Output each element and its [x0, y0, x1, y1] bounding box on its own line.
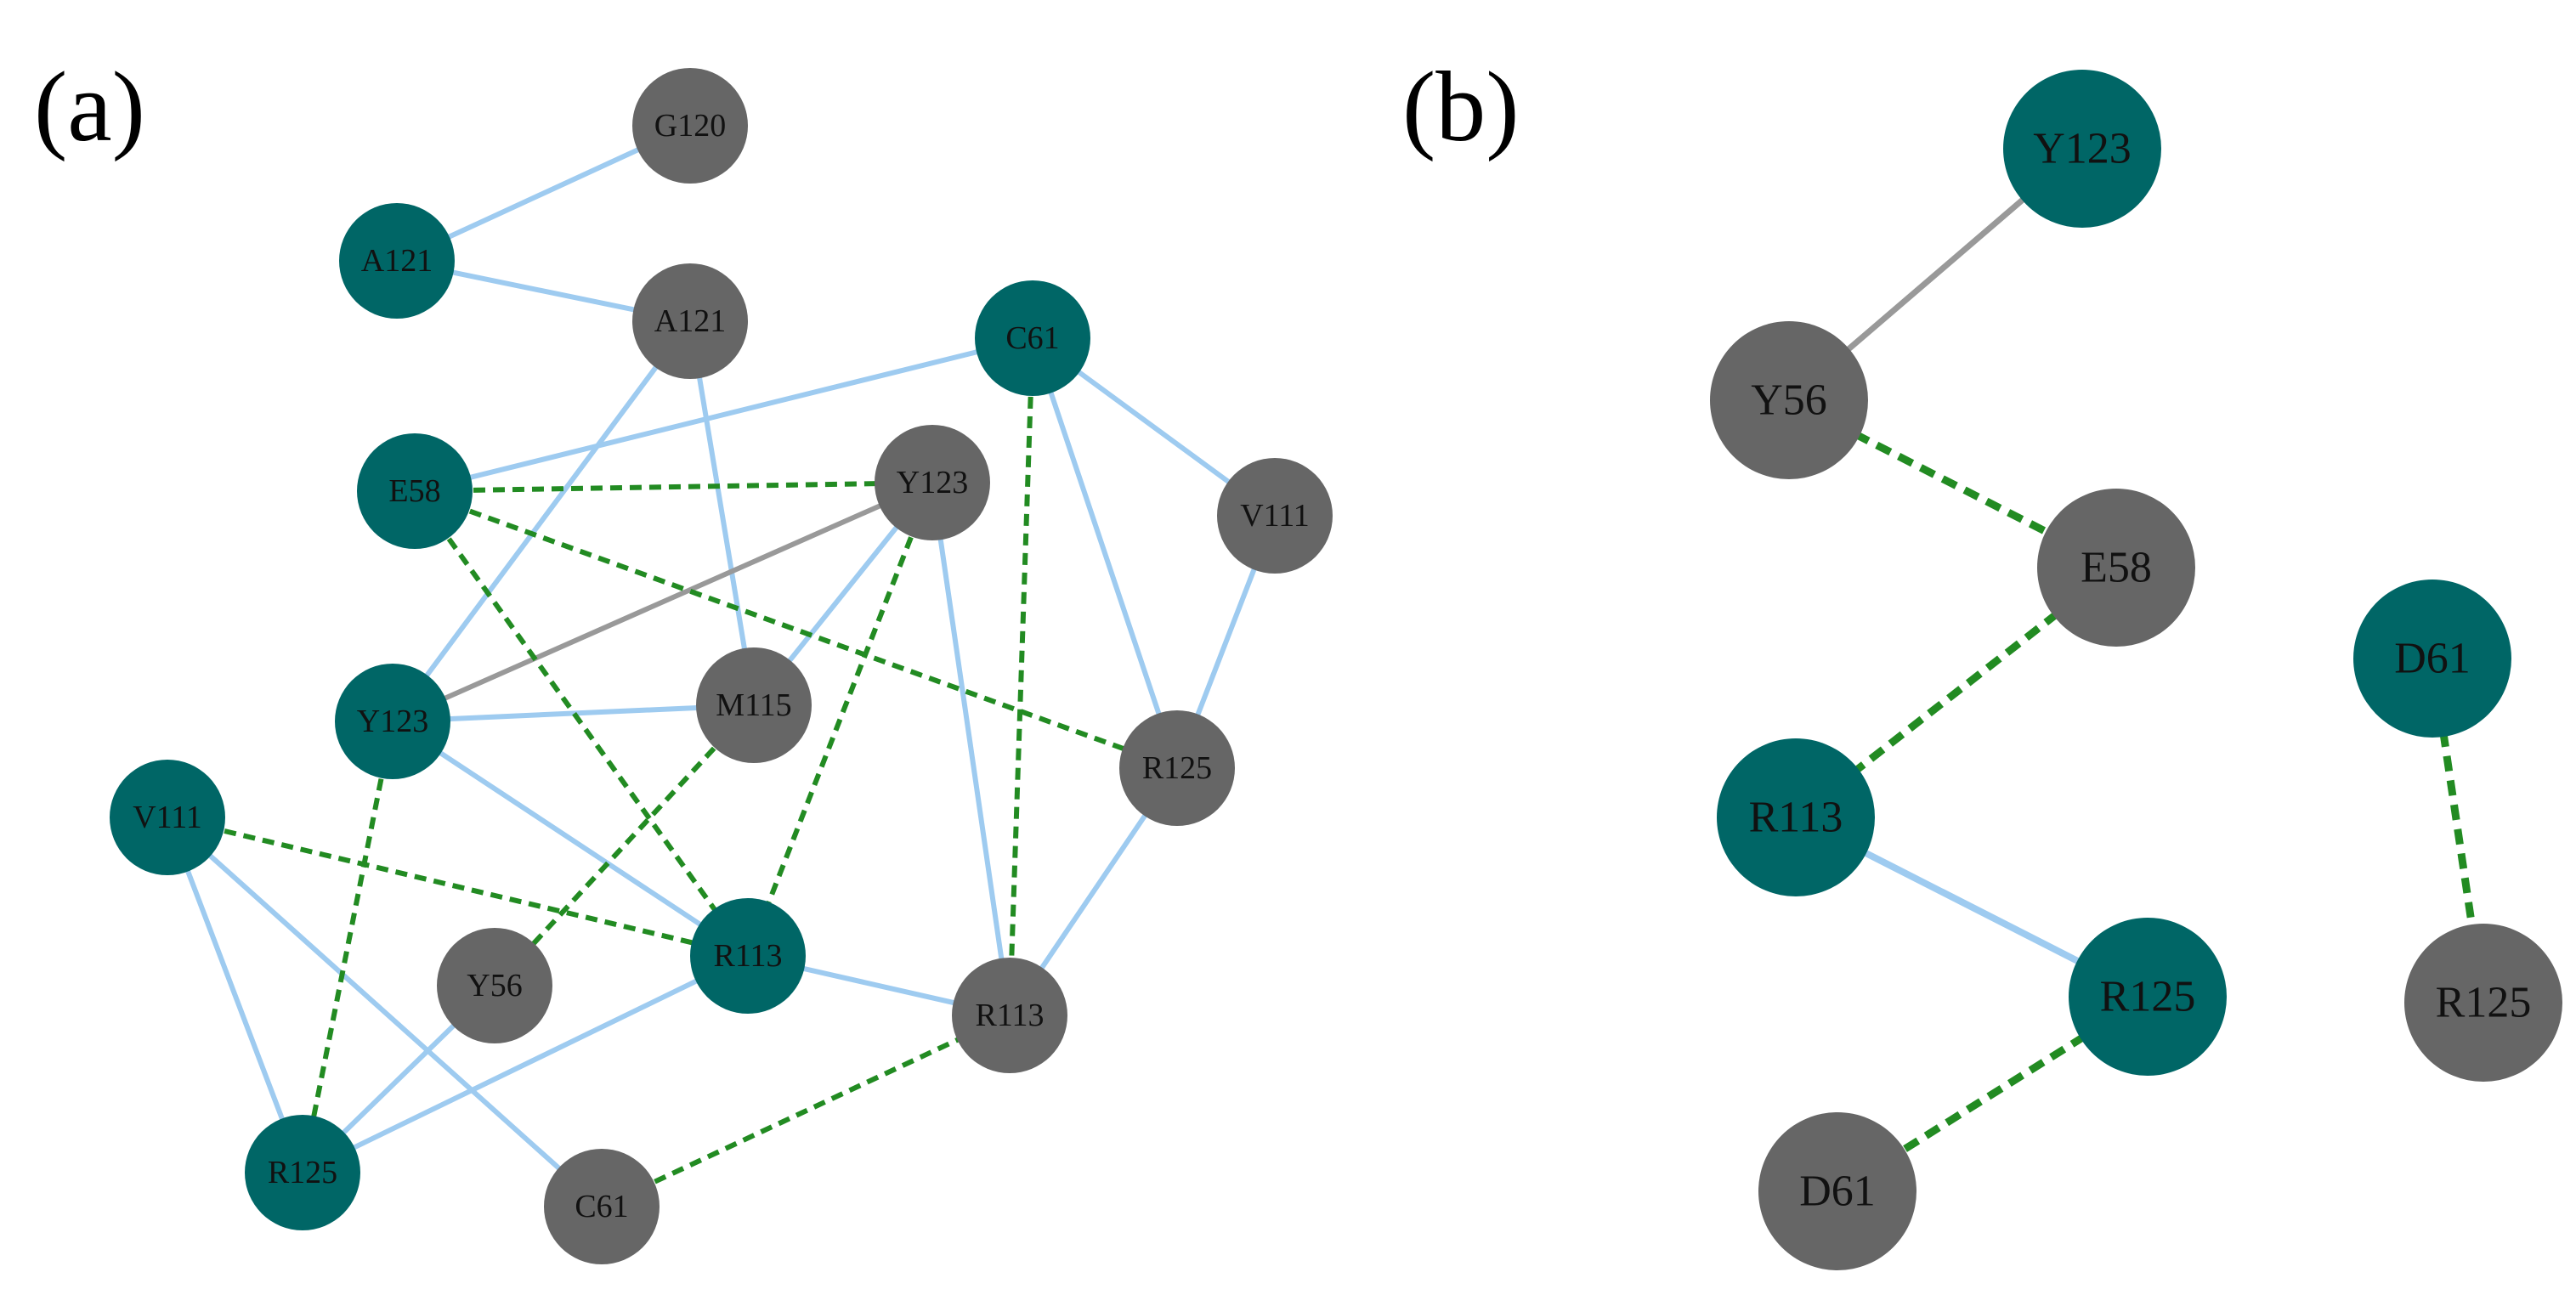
node-circle	[544, 1149, 660, 1264]
node-circle	[952, 958, 1067, 1073]
node-circle	[2404, 924, 2562, 1082]
node-label: M115	[716, 687, 791, 723]
node-label: Y56	[1751, 376, 1827, 425]
node-a_E58: E58	[357, 433, 473, 549]
node-label: V111	[133, 800, 202, 835]
node-circle	[1710, 321, 1868, 479]
node-circle	[1758, 1112, 1916, 1270]
edge-a_C61t-a_R125g	[1030, 337, 1180, 769]
node-circle	[690, 898, 806, 1014]
node-a_Y56: Y56	[437, 928, 552, 1043]
edge-a_A121g-a_M115	[688, 320, 756, 706]
node-circle	[696, 647, 812, 763]
edge-a_Y123t-a_R125t	[300, 721, 395, 1173]
node-label: C61	[1005, 320, 1059, 356]
node-label: D61	[1799, 1167, 1876, 1216]
node-a_C61t: C61	[975, 280, 1090, 396]
node-label: D61	[2394, 635, 2471, 683]
node-circle	[2003, 70, 2161, 228]
edge-a_Y123g-a_R113g	[930, 482, 1012, 1016]
edge-a_E58-a_R113t	[412, 489, 750, 958]
edge-a_V111t-a_R113t	[167, 815, 749, 958]
node-a_Y123g: Y123	[875, 425, 990, 540]
node-label: R125	[1142, 750, 1212, 786]
node-label: A121	[654, 303, 726, 339]
node-label: R125	[2100, 973, 2196, 1021]
node-circle	[245, 1115, 360, 1230]
node-circle	[110, 760, 225, 875]
panel-a-label: (a)	[34, 51, 145, 162]
node-a_V111g: V111	[1217, 458, 1333, 574]
node-circle	[335, 664, 450, 779]
node-label: R125	[2436, 979, 2532, 1027]
node-circle	[357, 433, 473, 549]
node-a_C61g: C61	[544, 1149, 660, 1264]
node-circle	[1217, 458, 1333, 574]
node-label: Y123	[357, 704, 428, 739]
edge-a_V111t-a_C61g	[165, 815, 604, 1209]
node-b_Y56: Y56	[1710, 321, 1868, 479]
node-label: R113	[1749, 794, 1843, 842]
node-a_M115: M115	[696, 647, 812, 763]
edge-a_R113t-a_R125t	[301, 953, 750, 1175]
node-label: G120	[654, 108, 726, 144]
node-circle	[632, 263, 748, 379]
edge-a_E58-a_C61t	[414, 336, 1033, 494]
edge-a_V111t-a_R125t	[165, 816, 305, 1174]
node-label: C61	[575, 1189, 628, 1224]
edge-a_C61t-a_R113g	[1007, 337, 1035, 1016]
node-circle	[2037, 489, 2195, 647]
node-label: V111	[1240, 498, 1310, 534]
node-label: Y123	[2033, 125, 2132, 173]
node-a_G120: G120	[632, 68, 748, 184]
node-a_R125t: R125	[245, 1115, 360, 1230]
edge-a_M115-a_Y56	[492, 703, 756, 988]
node-label: E58	[2081, 544, 2152, 592]
node-circle	[975, 280, 1090, 396]
node-circle	[2353, 580, 2511, 738]
node-a_R125g: R125	[1119, 710, 1235, 826]
node-circle	[632, 68, 748, 184]
edge-a_E58-a_Y123g	[414, 480, 933, 494]
node-circle	[1119, 710, 1235, 826]
node-b_Y123: Y123	[2003, 70, 2161, 228]
node-b_D61t: D61	[2353, 580, 2511, 738]
node-label: R125	[268, 1155, 337, 1190]
node-label: R113	[976, 998, 1045, 1033]
node-b_R125g: R125	[2404, 924, 2562, 1082]
node-a_R113t: R113	[690, 898, 806, 1014]
node-a_Y123t: Y123	[335, 664, 450, 779]
edge-a_Y123t-a_R113t	[391, 719, 750, 958]
edge-a_C61g-a_R113g	[600, 1013, 1011, 1209]
node-circle	[339, 203, 455, 319]
node-label: Y123	[897, 465, 968, 500]
node-label: E58	[388, 473, 440, 509]
node-b_R113: R113	[1717, 738, 1875, 896]
node-b_R125t: R125	[2069, 918, 2227, 1076]
node-label: Y56	[467, 968, 522, 1004]
node-a_A121g: A121	[632, 263, 748, 379]
node-label: R113	[714, 938, 783, 974]
node-label: A121	[361, 243, 433, 279]
node-a_V111t: V111	[110, 760, 225, 875]
node-a_A121t: A121	[339, 203, 455, 319]
node-circle	[1717, 738, 1875, 896]
edge-a_A121g-a_Y123t	[390, 319, 693, 723]
node-circle	[437, 928, 552, 1043]
node-b_E58: E58	[2037, 489, 2195, 647]
edge-a_Y123t-a_Y123g	[391, 480, 934, 724]
node-circle	[2069, 918, 2227, 1076]
edge-b_E58-b_R113	[1793, 564, 2119, 821]
edge-a_E58-a_R125g	[413, 489, 1179, 771]
node-circle	[875, 425, 990, 540]
node-a_R113g: R113	[952, 958, 1067, 1073]
edge-a_Y123t-a_M115	[392, 703, 755, 724]
node-b_D61g: D61	[1758, 1112, 1916, 1270]
panel-b-label: (b)	[1402, 51, 1520, 162]
edge-a_Y123g-a_R113t	[745, 481, 935, 958]
